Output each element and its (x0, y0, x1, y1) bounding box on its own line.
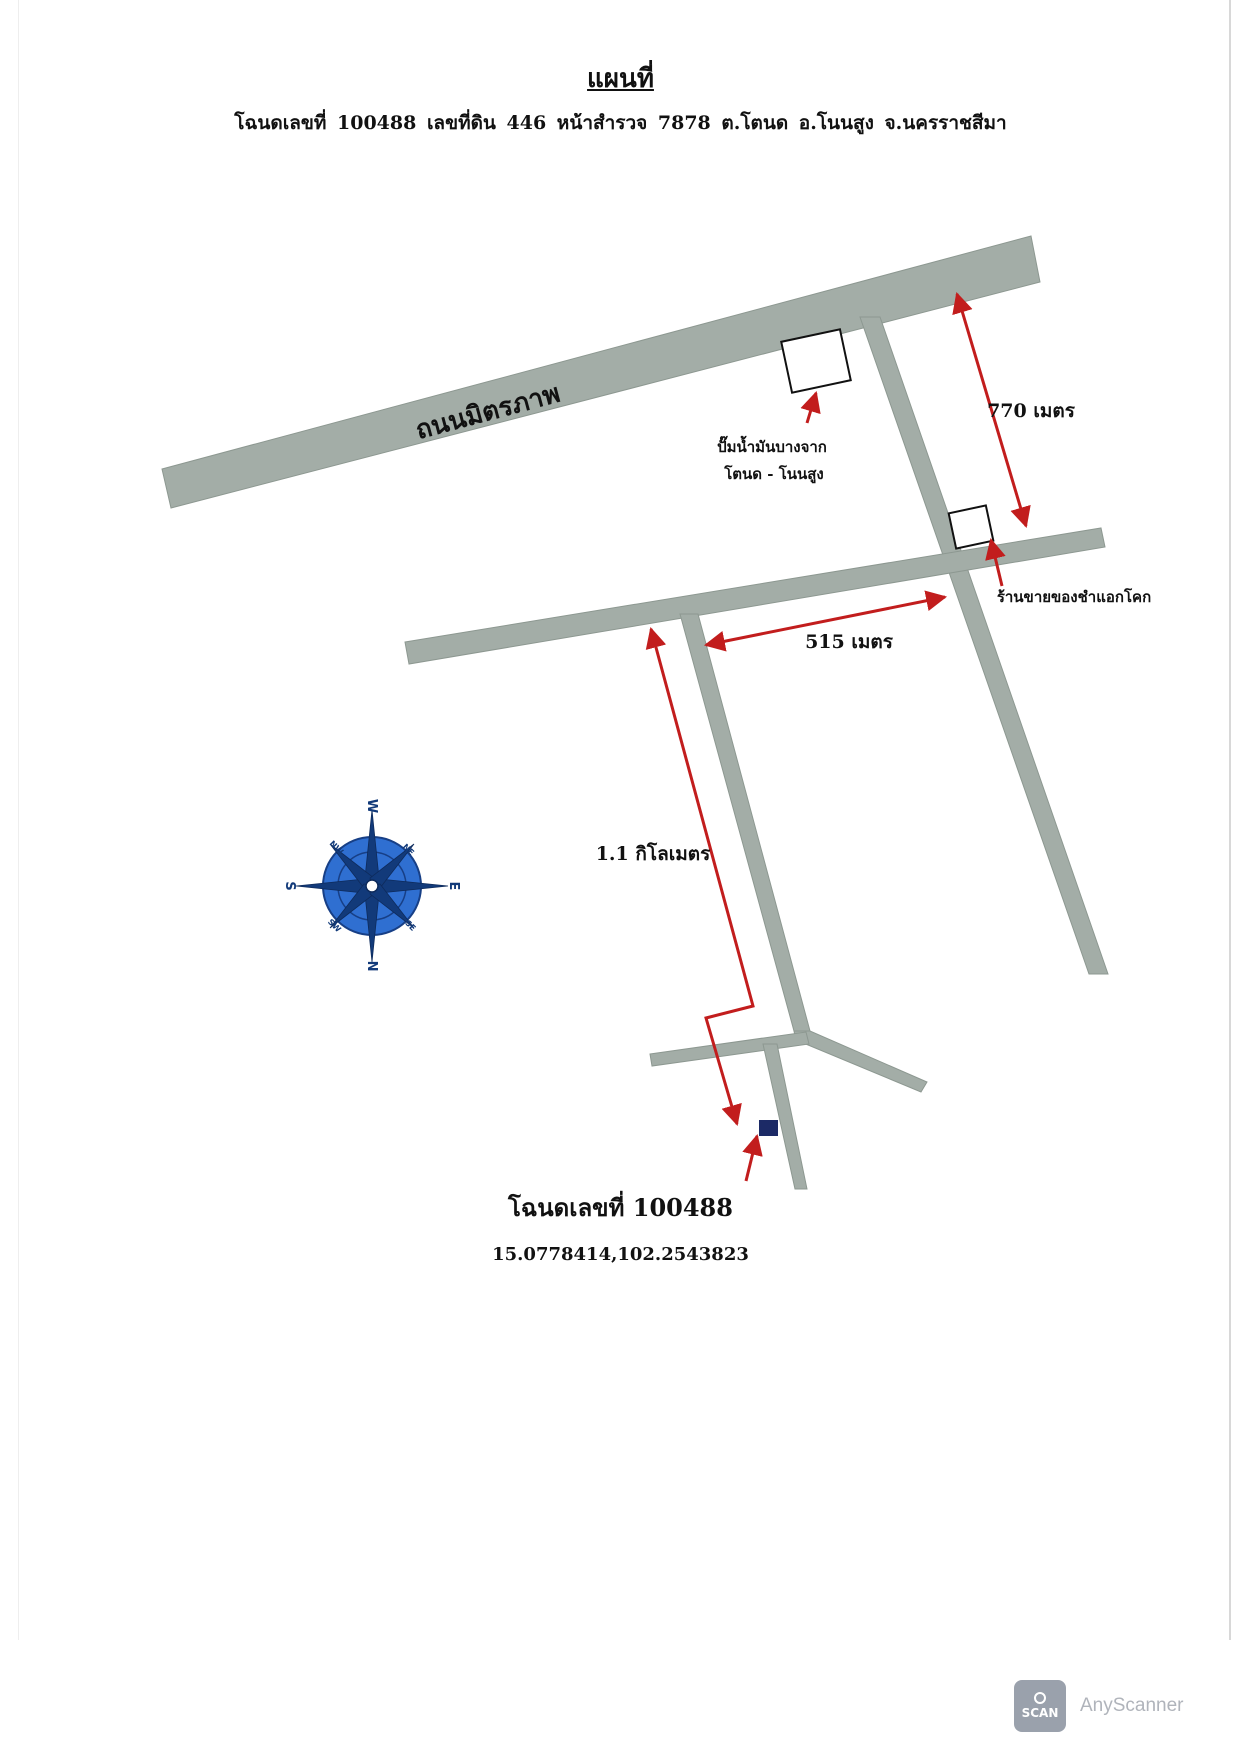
arrow-to-parcel (742, 1133, 763, 1182)
land-parcel-marker (759, 1120, 778, 1136)
compass-letter-top: W (364, 799, 379, 813)
scan-logo-text: SCAN (1021, 1705, 1059, 1720)
gas-station-marker (780, 328, 852, 394)
scan-logo-icon: SCAN (1014, 1680, 1066, 1732)
compass-letter-bottom: N (364, 961, 379, 972)
distance-east-label: 515 เมตร (805, 631, 894, 653)
distance-arrow-east (703, 590, 948, 652)
arrow-to-shop (985, 537, 1006, 587)
compass-letter-right: E (446, 882, 461, 891)
main-highway (161, 235, 1041, 509)
shop-label: ร้านขายของชำแอกโคก (997, 587, 1151, 606)
gps-coordinates: 15.0778414,102.2543823 (492, 1244, 749, 1265)
road-branch-southeast (793, 1030, 928, 1093)
road-branch-south (679, 613, 811, 1032)
shop-marker (947, 504, 995, 550)
gas-station-label-line1: ปั๊มน้ำมันบางจาก (717, 435, 827, 456)
scanner-app-name: AnyScanner (1080, 1695, 1184, 1716)
deed-number-label: โฉนดเลขที่ 100488 (508, 1193, 733, 1222)
distance-arrow-south (645, 626, 755, 1127)
distance-arrow-north (952, 291, 1031, 529)
gas-station-label-line2: โตนด - โนนสูง (723, 464, 824, 484)
road-north-south (859, 316, 1109, 975)
distance-south-label: 1.1 กิโลเมตร (596, 842, 711, 865)
road-lower-west (649, 1031, 810, 1067)
scanner-watermark: SCAN AnyScanner (1014, 1680, 1184, 1732)
compass-rose: W E S N NW NE SW SE (282, 799, 461, 972)
map-title: แผนที่ (587, 64, 654, 94)
compass-letter-left: S (282, 881, 297, 890)
map-subtitle: โฉนดเลขที่ 100488 เลขที่ดิน 446 หน้าสำรว… (234, 112, 1007, 134)
arrow-to-gas-station (800, 390, 821, 424)
distance-north-label: 770 เมตร (987, 400, 1076, 422)
road-lower-south (762, 1043, 808, 1190)
